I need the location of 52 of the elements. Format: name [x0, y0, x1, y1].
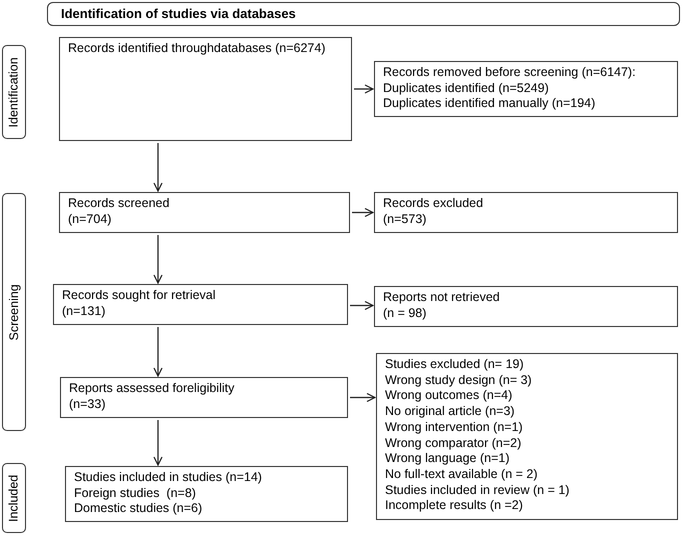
arrow — [350, 300, 374, 310]
box-text: (n=573) — [383, 212, 428, 228]
box-text: Wrong language (n=1) — [385, 451, 511, 467]
box-text: (n = 98) — [383, 306, 428, 322]
process-box — [60, 377, 348, 418]
box-text: Studies included in studies (n=14) — [74, 470, 263, 486]
box-text: Reports assessed foreligibility — [69, 381, 236, 397]
arrow — [153, 327, 163, 377]
header-bar — [47, 2, 680, 26]
box-text: (n=131) — [62, 304, 106, 320]
stage-label-box — [2, 45, 26, 139]
process-box — [374, 192, 678, 233]
arrow — [352, 208, 374, 218]
arrow — [153, 143, 163, 192]
process-box — [65, 466, 348, 522]
box-text: Incomplete results (n =2) — [385, 498, 524, 514]
box-text: (n=33) — [69, 396, 106, 412]
stage-label-box — [2, 193, 26, 431]
box-text: Records removed before screening (n=6147): — [383, 65, 637, 81]
process-box — [59, 37, 352, 141]
arrow — [153, 420, 163, 466]
stage-label: Identification — [6, 56, 22, 128]
box-text: Domestic studies (n=6) — [74, 501, 204, 518]
box-text: Records excluded — [383, 196, 484, 212]
process-box — [376, 353, 678, 520]
stage-label: Included — [6, 474, 22, 522]
arrow — [153, 235, 163, 284]
box-text: Wrong intervention (n=1) — [385, 420, 524, 436]
box-text: Records screened — [68, 196, 170, 212]
arrow — [350, 392, 376, 402]
box-text: Studies included in review (n = 1) — [385, 482, 570, 498]
stage-label: Screening — [6, 284, 22, 340]
box-text: No full-text available (n = 2) — [385, 466, 539, 483]
process-box — [59, 192, 350, 233]
box-text: Wrong comparator (n=2) — [385, 436, 522, 452]
box-text: Studies excluded (n= 19) — [385, 357, 525, 373]
arrow — [354, 84, 374, 94]
box-text: Wrong outcomes (n=4) — [385, 388, 514, 404]
box-text: No original article (n=3) — [385, 404, 516, 420]
box-text: Duplicates identified manually (n=194) — [383, 96, 596, 112]
stage-label-box — [2, 463, 26, 533]
box-text: Records identified throughdatabases (n=6274) — [68, 41, 326, 57]
box-text: Records sought for retrieval — [62, 288, 217, 304]
box-text: (n=704) — [68, 212, 112, 228]
box-text: Foreign studies (n=8) — [74, 486, 197, 502]
box-text: Reports not retrieved — [383, 290, 501, 306]
process-box — [53, 284, 348, 325]
box-text: Wrong study design (n= 3) — [385, 372, 533, 388]
box-text: Duplicates identified (n=5249) — [383, 80, 550, 96]
header-text: Identification of studies via databases — [61, 5, 296, 24]
process-box — [374, 61, 678, 117]
process-box — [374, 286, 678, 327]
